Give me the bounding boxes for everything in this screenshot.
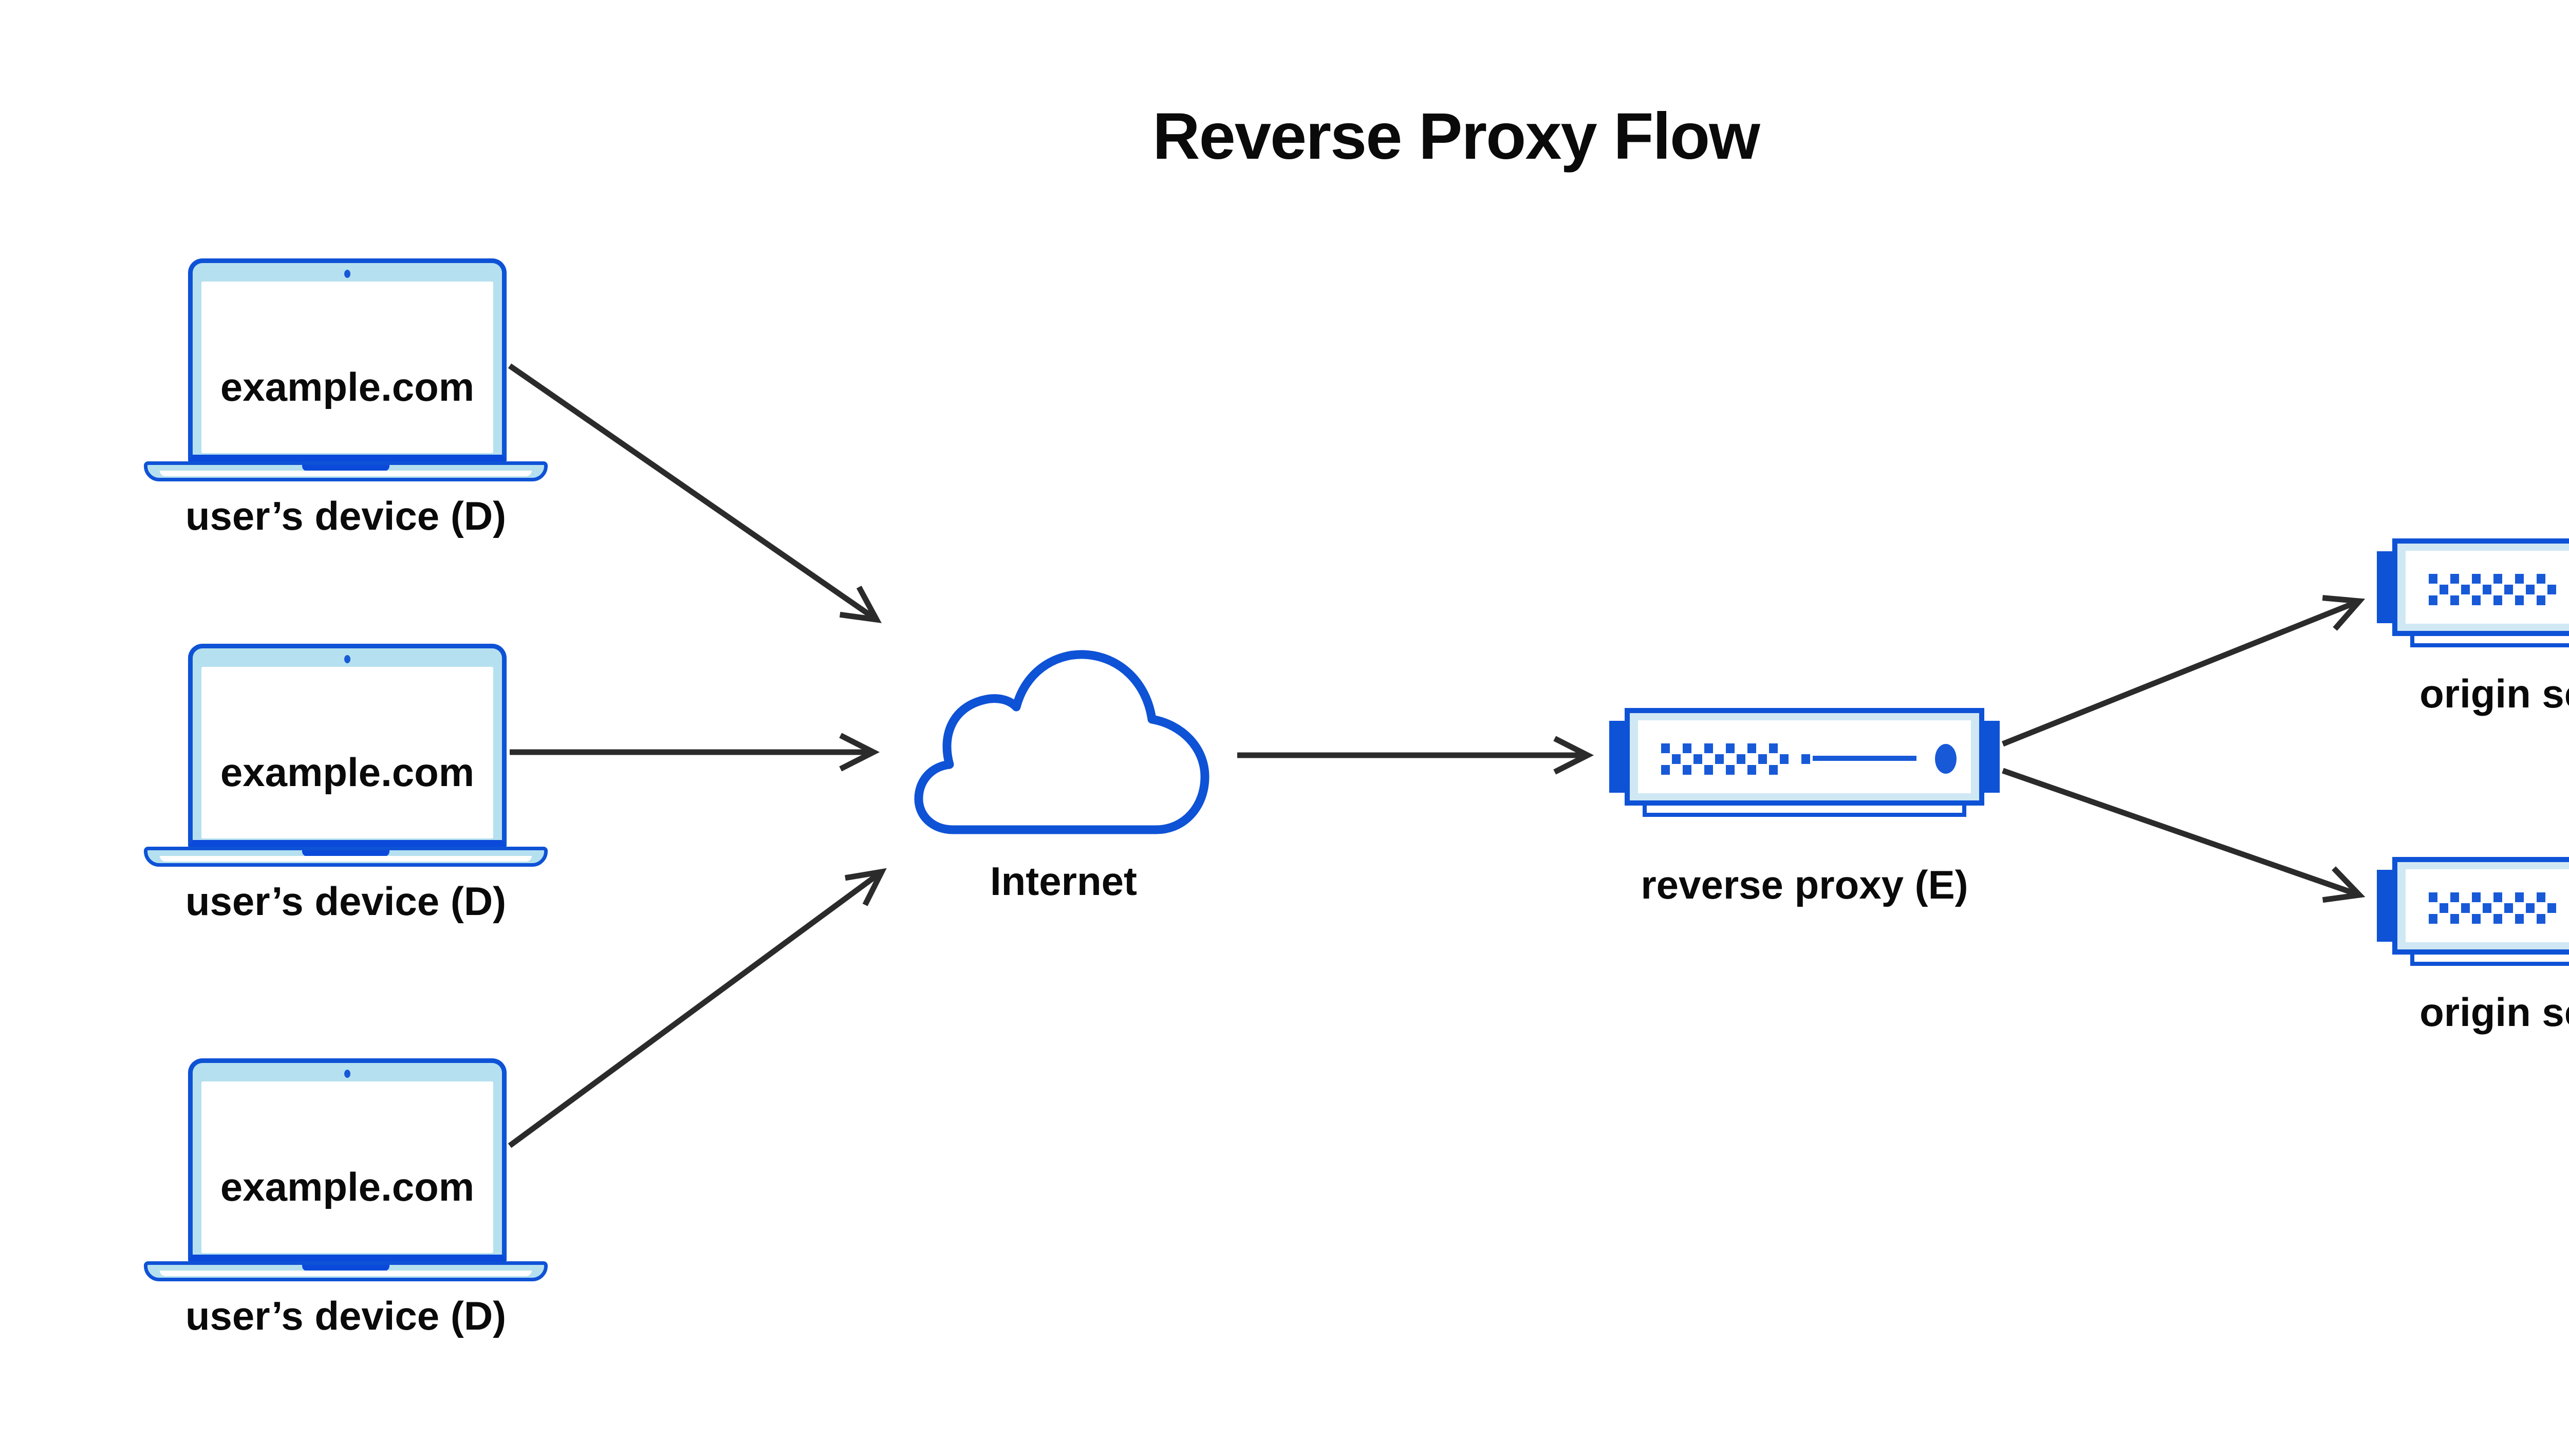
server-icon [2392,857,2569,955]
laptop-screen: example.com [201,1081,493,1253]
server-left-tab [2377,551,2392,623]
diagram-title: Reverse Proxy Flow [1152,100,1760,173]
device-label: user’s device (D) [185,1293,507,1338]
laptop-screen: example.com [201,667,493,838]
server-icon [1625,708,1984,806]
origin-server-label: origin server (F) [2419,671,2569,716]
laptop-screen: example.com [201,282,493,453]
webcam-icon [344,270,350,278]
user-device-2: example.com user’s device (D) [144,644,548,937]
vent-row [1672,754,1810,764]
vent-row [1661,743,1778,753]
server-tray [1643,806,1966,817]
server-status-led [1935,744,1957,774]
server-vents [2429,574,2569,606]
reverse-proxy-node: reverse proxy (E) [1609,708,2000,924]
flow-arrow-device-1-to-internet [508,363,882,623]
server-left-tab [2377,870,2392,942]
flow-arrow-device-2-to-internet [510,733,880,772]
origin-server-2-node: origin server (F) [2377,857,2569,1073]
arrowhead-icon [1553,736,1594,775]
vent-row [2429,892,2545,902]
vent-row [2440,903,2569,913]
device-screen-text: example.com [220,1164,475,1209]
arrowhead-icon [845,868,887,906]
server-front-panel [2406,869,2569,942]
vent-row [2429,574,2545,584]
server-slot [1813,756,1916,761]
device-screen-text: example.com [220,750,475,795]
server-vents [1661,743,1810,776]
server-vents [2429,892,2569,925]
device-screen-text: example.com [220,364,475,409]
server-icon [2392,538,2569,636]
webcam-icon [344,655,350,663]
webcam-icon [344,1070,350,1078]
laptop-icon: example.com [188,1058,507,1261]
user-device-1: example.com user’s device (D) [144,258,548,551]
laptop-base-stripe [160,1271,532,1276]
internet-label: Internet [990,858,1138,904]
cloud-icon [914,650,1209,834]
arrowhead-icon [2322,595,2366,631]
arrowhead-icon [2322,866,2366,903]
vent-row [2440,585,2569,594]
laptop-notch [302,465,389,471]
server-front-panel [1638,720,1971,793]
laptop-base [144,461,548,481]
server-tray [2410,955,2569,966]
device-label: user’s device (D) [185,493,507,538]
arrowhead-icon [839,733,880,772]
server-right-tab [1984,721,2000,793]
vent-row [2429,595,2545,605]
origin-server-label: origin server (F) [2419,990,2569,1035]
laptop-icon: example.com [188,258,507,461]
laptop-notch [302,850,389,856]
flow-arrow-device-3-to-internet [508,868,887,1148]
laptop-base [144,1261,548,1281]
laptop-icon: example.com [188,644,507,847]
vent-row [2429,914,2545,924]
vent-row [1661,765,1778,775]
laptop-base-stripe [160,856,532,862]
device-label: user’s device (D) [185,879,507,924]
origin-server-1-node: origin server (F) [2377,538,2569,754]
server-left-tab [1609,721,1625,793]
laptop-base [144,847,548,867]
internet-node: Internet [904,642,1223,909]
user-device-3: example.com user’s device (D) [144,1058,548,1351]
reverse-proxy-label: reverse proxy (E) [1641,862,1968,907]
laptop-notch [302,1265,389,1271]
laptop-base-stripe [160,471,532,476]
flow-arrow-reverse-proxy-to-origin-server-1 [2001,595,2366,747]
server-front-panel [2406,551,2569,624]
flow-arrow-internet-to-reverse-proxy [1237,736,1594,775]
server-tray [2410,636,2569,647]
arrowhead-icon [839,586,882,623]
flow-arrow-reverse-proxy-to-origin-server-2 [2002,768,2366,903]
